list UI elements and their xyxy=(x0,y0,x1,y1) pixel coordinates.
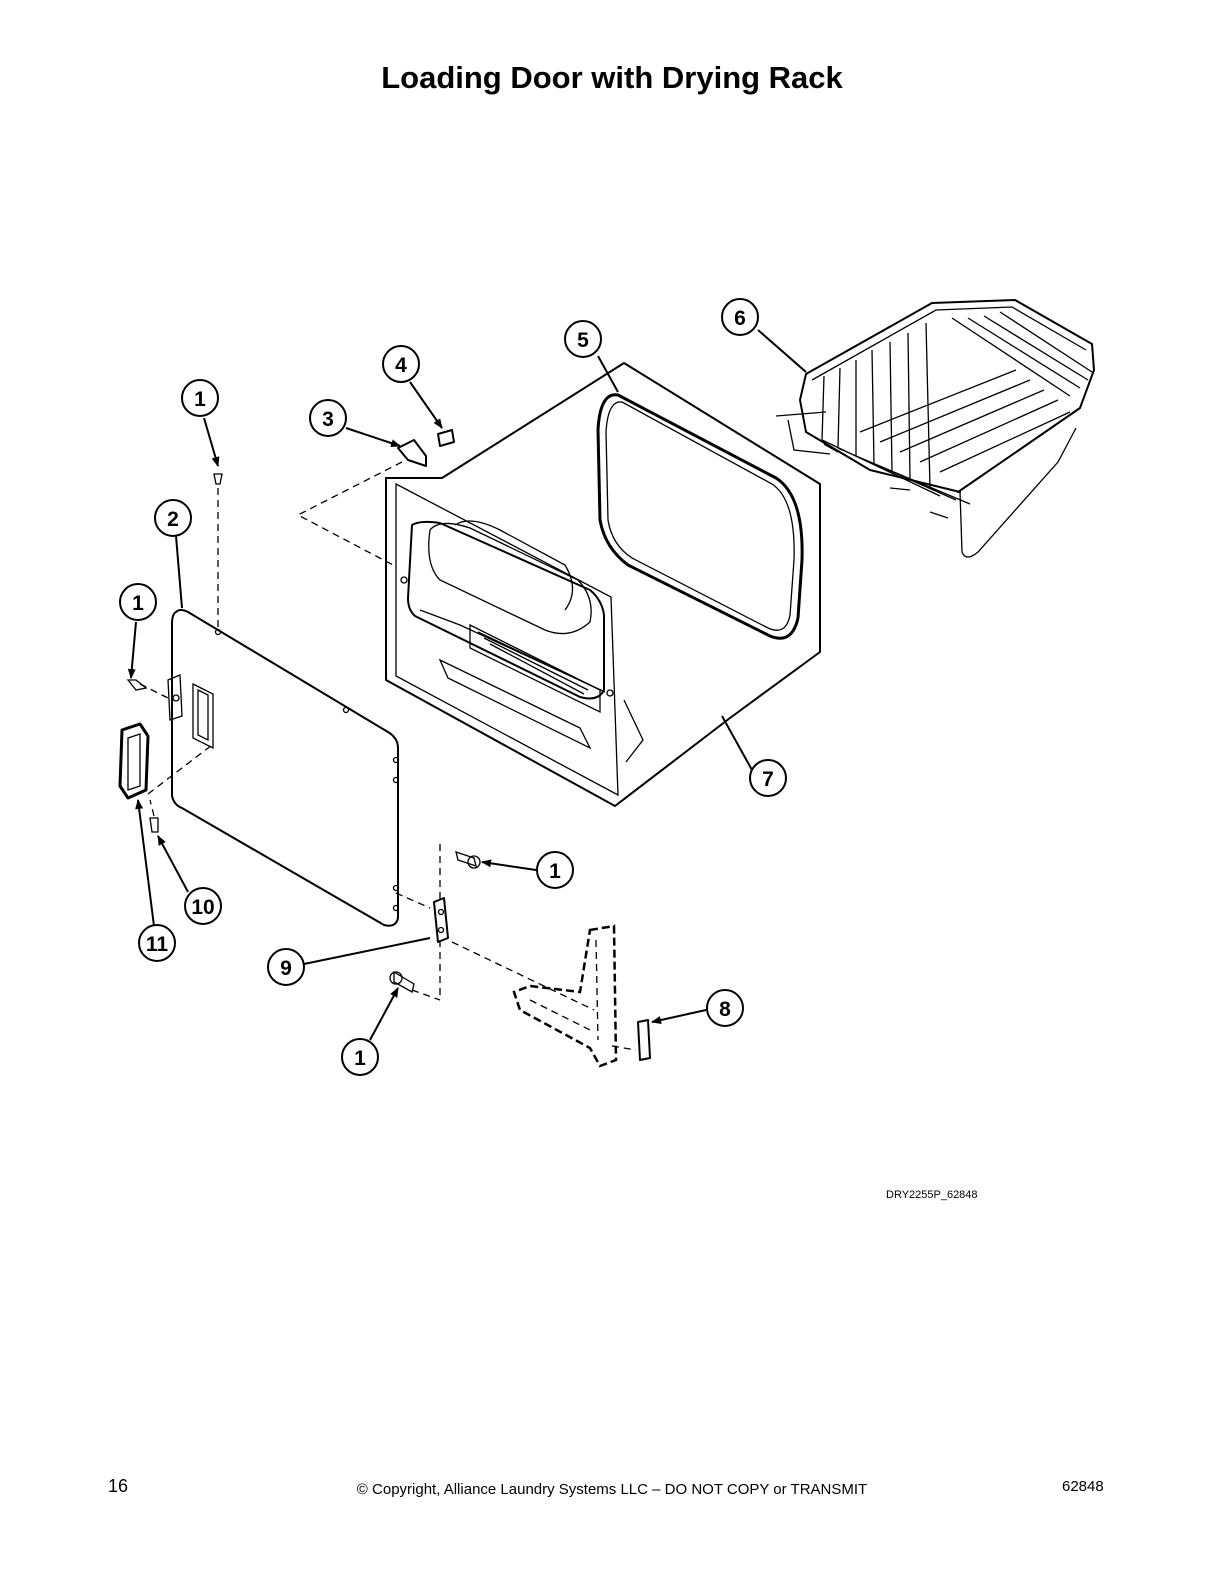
callout-1-mid: 1 xyxy=(536,851,574,889)
page-number: 16 xyxy=(108,1476,129,1496)
clip-3-drawing xyxy=(397,439,427,467)
drying-rack-drawing xyxy=(775,299,1095,558)
callout-label: 4 xyxy=(395,354,407,377)
callout-1-top: 1 xyxy=(181,379,219,417)
callout-label: 7 xyxy=(762,768,774,791)
callout-7: 7 xyxy=(749,759,787,797)
callout-label: 6 xyxy=(734,307,746,330)
callout-1-bottom: 1 xyxy=(341,1038,379,1076)
callout-5: 5 xyxy=(564,320,602,358)
clip-4-drawing xyxy=(437,429,455,447)
callout-4: 4 xyxy=(382,345,420,383)
callout-11: 11 xyxy=(138,924,176,962)
hinge-drawing xyxy=(433,897,449,943)
copyright-notice: © Copyright, Alliance Laundry Systems LL… xyxy=(356,1481,868,1498)
callout-2: 2 xyxy=(154,499,192,537)
callout-10: 10 xyxy=(184,887,222,925)
page-title: Loading Door with Drying Rack xyxy=(381,60,843,95)
callout-label: 1 xyxy=(354,1047,366,1070)
loading-door-drawing xyxy=(167,609,400,927)
callout-label: 1 xyxy=(549,860,561,883)
front-panel-drawing xyxy=(385,362,821,807)
callout-9: 9 xyxy=(267,948,305,986)
hinge-bracket-drawing xyxy=(637,1019,651,1061)
callout-6: 6 xyxy=(721,298,759,336)
screws-drawing xyxy=(126,473,481,993)
door-seal-drawing xyxy=(596,393,804,640)
drawing-id: DRY2255P_62848 xyxy=(886,1189,978,1201)
door-handle-drawing xyxy=(118,722,150,800)
callout-label: 3 xyxy=(322,408,334,431)
callout-label: 1 xyxy=(132,592,144,615)
callout-label: 8 xyxy=(719,998,731,1021)
callout-3: 3 xyxy=(309,399,347,437)
callout-label: 9 xyxy=(280,957,292,980)
callout-8: 8 xyxy=(706,989,744,1027)
callout-label: 2 xyxy=(167,508,179,531)
document-number: 62848 xyxy=(1062,1478,1104,1495)
callout-label: 10 xyxy=(191,896,214,919)
cabinet-phantom-drawing xyxy=(512,924,618,1068)
callout-1-left: 1 xyxy=(119,583,157,621)
callout-label: 1 xyxy=(194,388,206,411)
callout-label: 5 xyxy=(577,329,589,352)
callout-label: 11 xyxy=(146,933,169,956)
